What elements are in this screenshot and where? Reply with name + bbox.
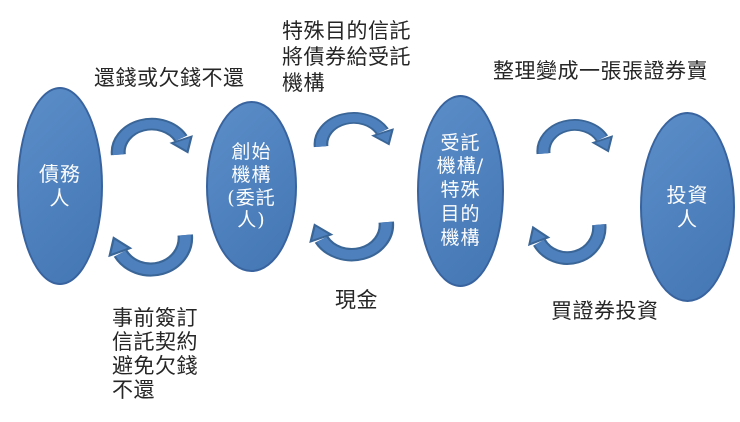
label-securities-sale: 整理變成一張張證券賣 bbox=[493, 59, 708, 83]
cycle-arrow-top-3-icon bbox=[532, 108, 616, 166]
cycle-arrow-bottom-2-icon bbox=[306, 208, 399, 274]
node-debtor-label: 債務 人 bbox=[39, 162, 81, 210]
label-trust-contract: 事前簽訂 信託契約 避免欠錢 不還 bbox=[112, 306, 198, 402]
label-repay-or-default: 還錢或欠錢不還 bbox=[94, 66, 245, 90]
node-investor-label: 投資 人 bbox=[666, 183, 709, 231]
node-originator-label: 創始 機構 (委託 人) bbox=[227, 140, 276, 232]
label-trust-transfer: 特殊目的信託 將債券給受託 機構 bbox=[282, 19, 411, 95]
cycle-arrow-bottom-3-icon bbox=[525, 210, 611, 278]
node-trustee-spv-label: 受託 機構/ 特殊 目的 機構 bbox=[436, 131, 485, 249]
node-originator: 創始 機構 (委託 人) bbox=[206, 101, 297, 272]
node-investor: 投資 人 bbox=[640, 112, 735, 302]
cycle-arrow-top-1-icon bbox=[106, 106, 196, 168]
node-debtor: 債務 人 bbox=[17, 87, 103, 285]
cycle-arrow-bottom-1-icon bbox=[105, 220, 198, 290]
label-buy-securities: 買證券投資 bbox=[551, 299, 659, 323]
cycle-arrow-top-2-icon bbox=[309, 101, 397, 159]
node-trustee-spv: 受託 機構/ 特殊 目的 機構 bbox=[417, 95, 504, 287]
label-cash: 現金 bbox=[335, 288, 378, 312]
